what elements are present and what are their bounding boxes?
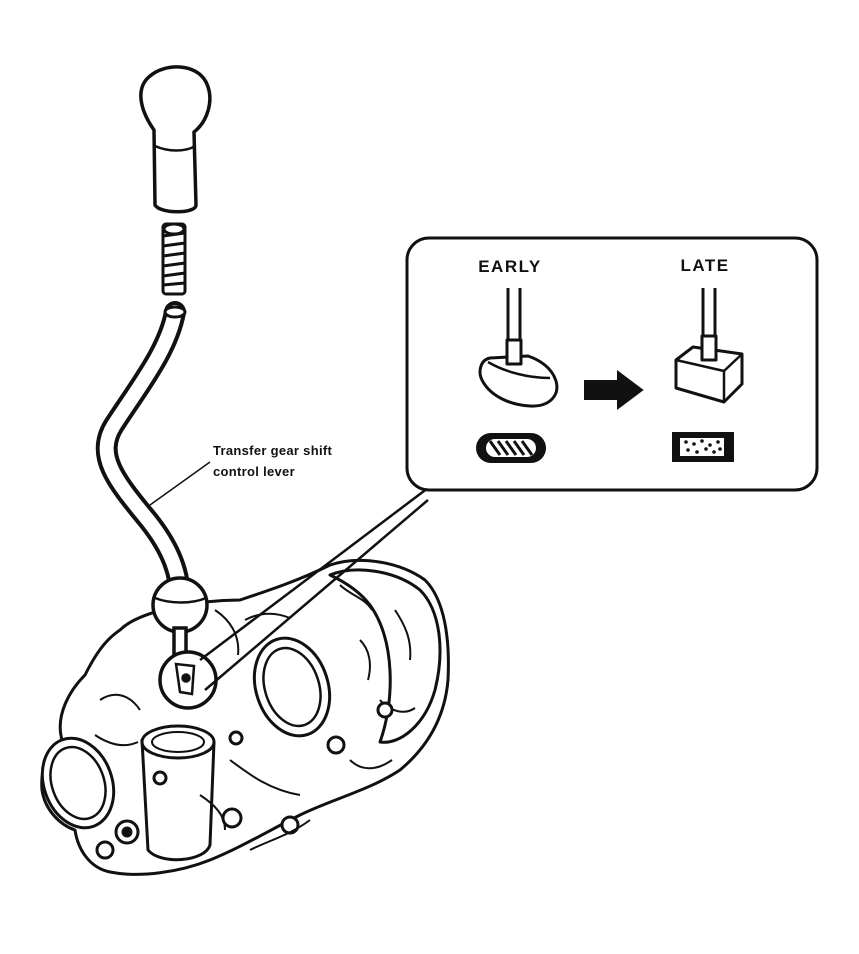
late-lever-tip — [674, 288, 744, 404]
shift-knob — [139, 65, 212, 214]
inset-leader-lines — [199, 487, 429, 691]
callout-label-line2: control lever — [213, 464, 295, 479]
callout-leader — [149, 461, 211, 506]
threaded-end — [161, 222, 187, 296]
transfer-case-housing — [40, 558, 450, 876]
label-late: LATE — [680, 256, 729, 275]
arrow-right-icon — [584, 370, 644, 410]
shift-lever-shaft — [95, 301, 191, 611]
lever-ball-joint — [151, 576, 218, 710]
early-marking-badge — [476, 433, 546, 463]
early-lever-tip — [478, 288, 559, 408]
early-late-inset: EARLY LATE — [405, 236, 819, 492]
late-marking-badge — [672, 432, 734, 462]
label-early: EARLY — [478, 257, 542, 276]
callout-label-line1: Transfer gear shift — [213, 443, 332, 458]
